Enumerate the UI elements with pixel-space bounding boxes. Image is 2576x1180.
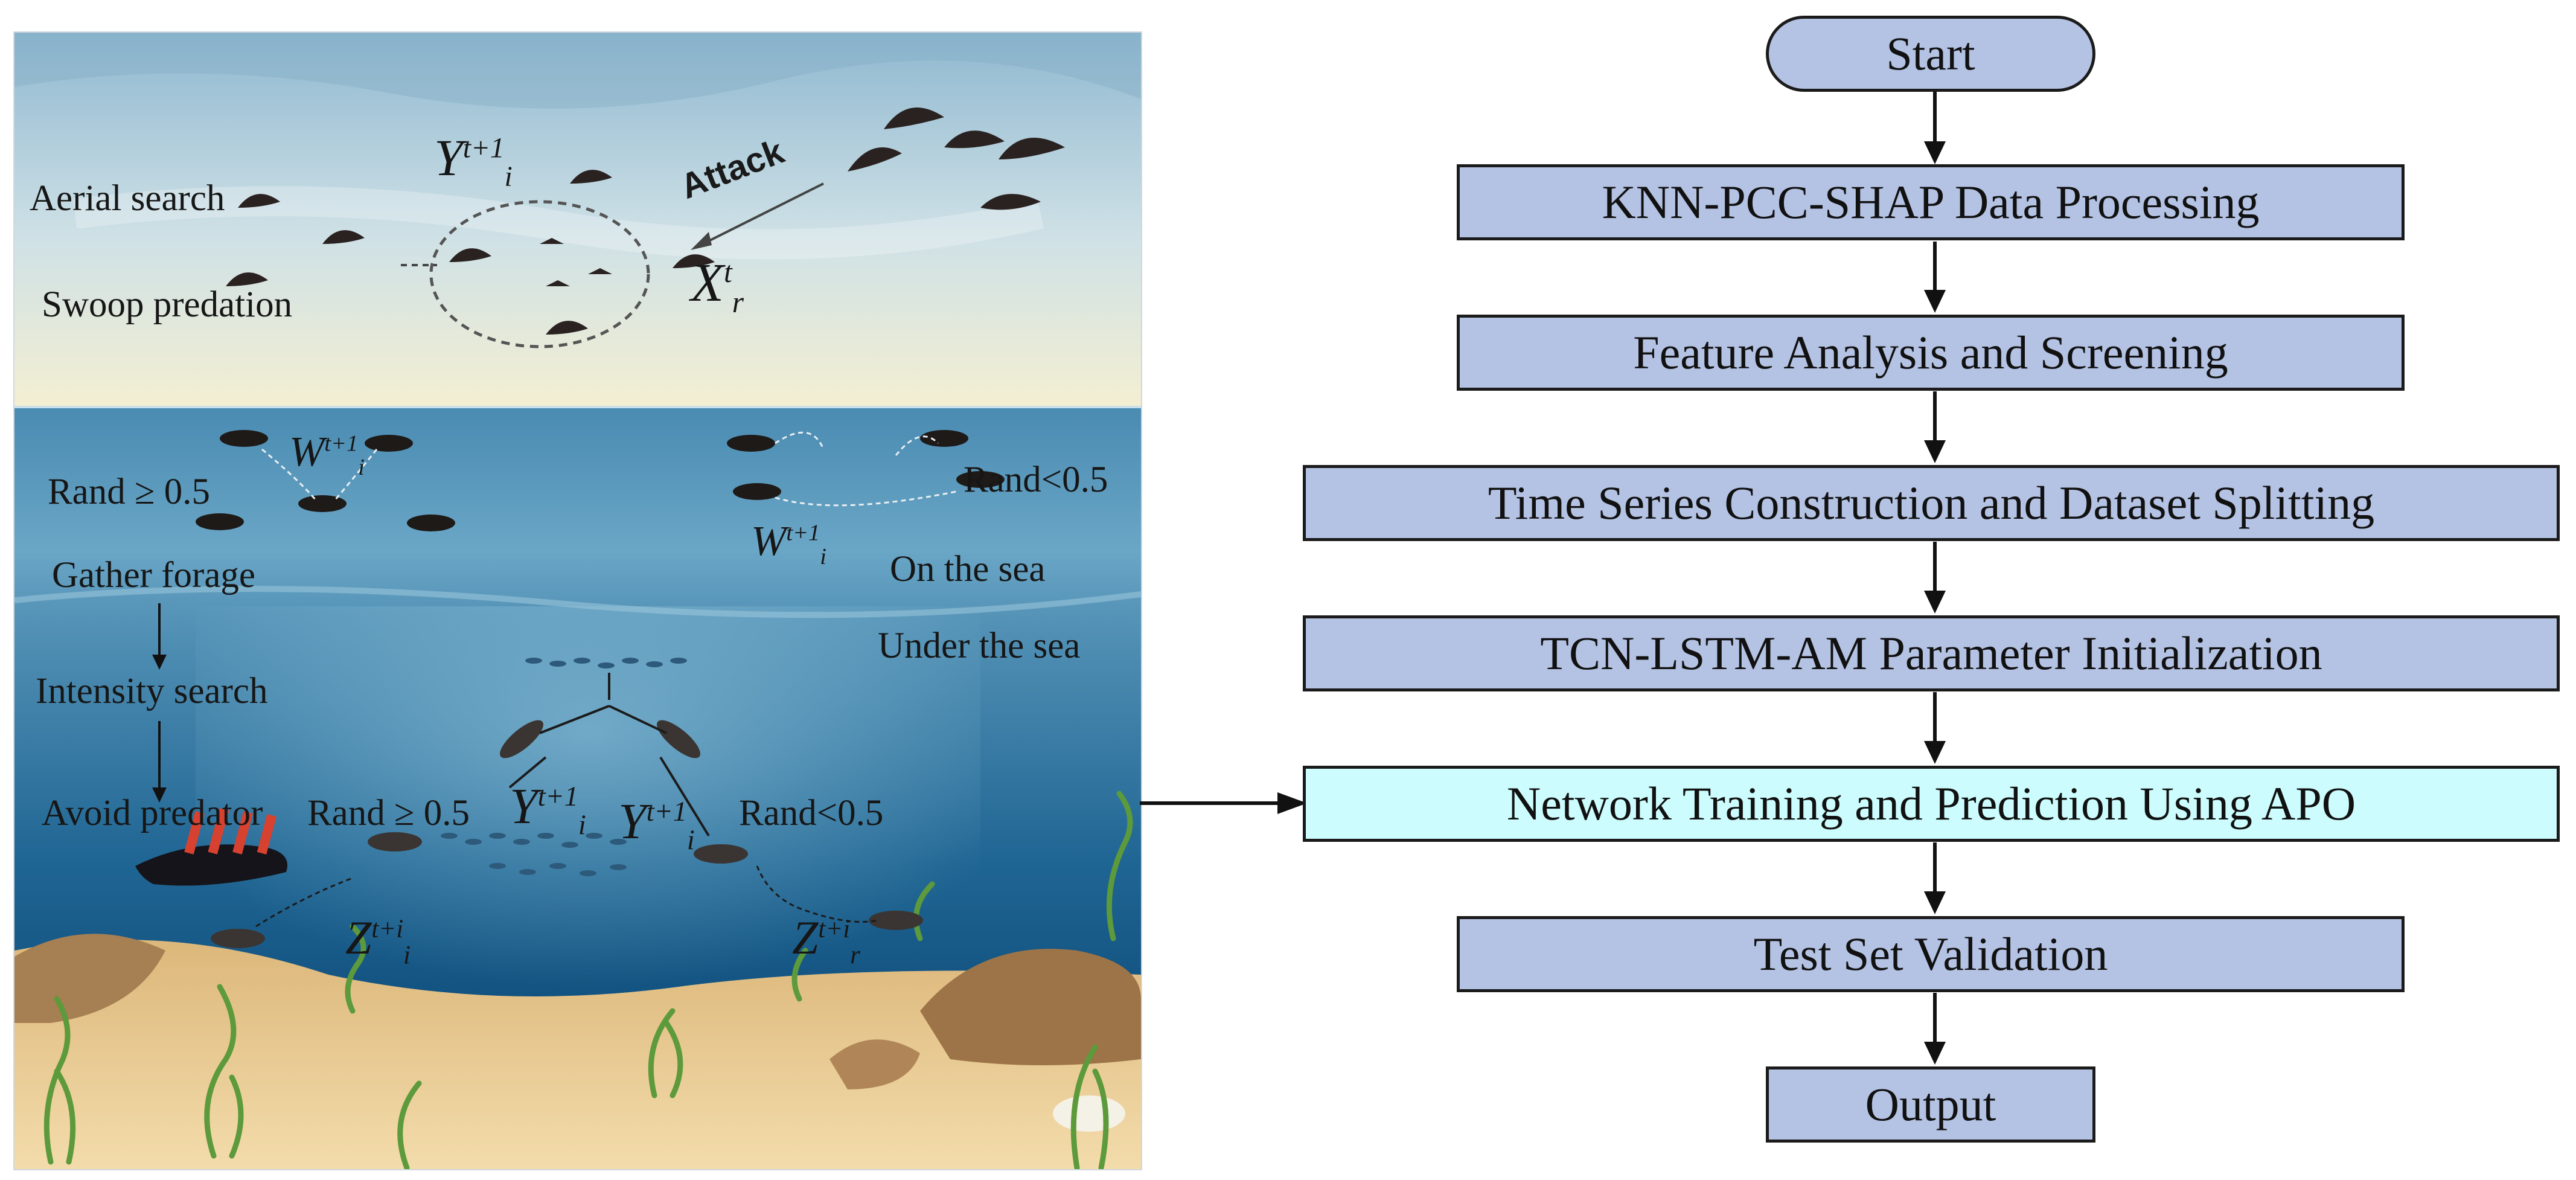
rand-ge-bottom-label: Rand ≥ 0.5 [307, 793, 470, 833]
rock [829, 1039, 920, 1089]
kelp-group [43, 790, 1133, 1169]
rand-ge-top-label: Rand ≥ 0.5 [48, 472, 210, 512]
rand-lt-top-label: Rand<0.5 [964, 460, 1108, 500]
step-time-series: Time Series Construction and Dataset Spl… [1303, 465, 2560, 541]
avoid-predator-label: Avoid predator [42, 793, 263, 833]
step-network-training: Network Training and Prediction Using AP… [1303, 766, 2560, 842]
diving-birds [211, 720, 923, 948]
step-test-validation: Test Set Validation [1457, 916, 2405, 992]
y-left-symbol: Yt+1i [510, 778, 586, 840]
fish-school [441, 658, 687, 876]
output-terminal: Output [1766, 1066, 2095, 1143]
predator-marks [184, 808, 277, 855]
y-right-symbol: Yt+1i [618, 794, 695, 855]
aerial-search-label: Aerial search [30, 178, 225, 219]
shell [1053, 1095, 1125, 1132]
step-data-processing: KNN-PCC-SHAP Data Processing [1457, 164, 2405, 240]
rock [920, 949, 1141, 1065]
predator [135, 844, 287, 886]
dashed-dive-paths [255, 865, 878, 928]
swoop-predation-label: Swoop predation [42, 284, 293, 325]
sand-floor [14, 940, 1141, 1169]
intensity-search-label: Intensity search [36, 671, 268, 711]
surface-paths [261, 431, 957, 507]
x-r-symbol: Xtr [691, 253, 744, 319]
scene-drawing [14, 33, 1141, 1169]
attack-arrowhead [691, 232, 712, 250]
rand-lt-bottom-label: Rand<0.5 [739, 793, 884, 833]
on-the-sea-label: On the sea [890, 549, 1046, 589]
light-glow [196, 606, 980, 1029]
sky [14, 33, 1141, 407]
cloud-band [14, 33, 1141, 109]
w-right-symbol: Wt+1i [751, 518, 826, 569]
surface-birds [196, 430, 1005, 531]
y-top-symbol: Yt+1i [434, 129, 513, 193]
search-circle [429, 200, 650, 348]
panel-connector-arrow [1140, 792, 1307, 814]
gather-forage-label: Gather forage [52, 555, 255, 595]
z-right-symbol: Zt+ir [792, 911, 860, 970]
arrowhead [152, 787, 167, 803]
z-left-symbol: Zt+ii [345, 911, 411, 970]
w-left-symbol: Wt+1i [289, 429, 365, 480]
flow-arrows [1924, 92, 1946, 1065]
rock [14, 934, 165, 1023]
sky-birds [226, 107, 1065, 335]
apo-illustration: Aerial search Swoop predation Attack Yt+… [13, 31, 1142, 1170]
step-parameter-init: TCN-LSTM-AM Parameter Initialization [1303, 615, 2560, 691]
start-terminal: Start [1766, 16, 2095, 92]
cloud [72, 186, 1044, 260]
arrowhead [152, 655, 167, 670]
step-feature-analysis: Feature Analysis and Screening [1457, 315, 2405, 391]
sea-surface-line [14, 586, 1141, 618]
attack-arrow [696, 182, 824, 248]
dive-paths [508, 673, 710, 837]
under-the-sea-label: Under the sea [878, 626, 1081, 666]
